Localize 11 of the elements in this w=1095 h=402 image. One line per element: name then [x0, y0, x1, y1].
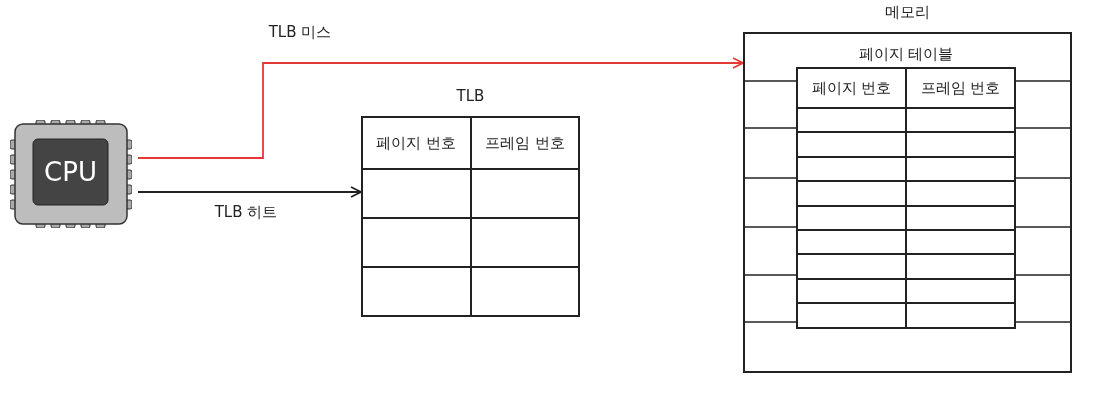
table-title: TLB	[456, 87, 485, 105]
column-header: 페이지 번호	[811, 77, 892, 99]
cpu-chip	[10, 120, 132, 228]
column-header: 프레임 번호	[920, 77, 1001, 99]
arrow	[137, 57, 744, 159]
table-title: 페이지 테이블	[858, 45, 954, 63]
memory-heading: 메모리	[885, 3, 930, 21]
column-header: 프레임 번호	[484, 132, 565, 154]
chip-label: CPU	[43, 155, 98, 189]
column-header: 페이지 번호	[376, 132, 457, 154]
arrow	[137, 186, 362, 198]
